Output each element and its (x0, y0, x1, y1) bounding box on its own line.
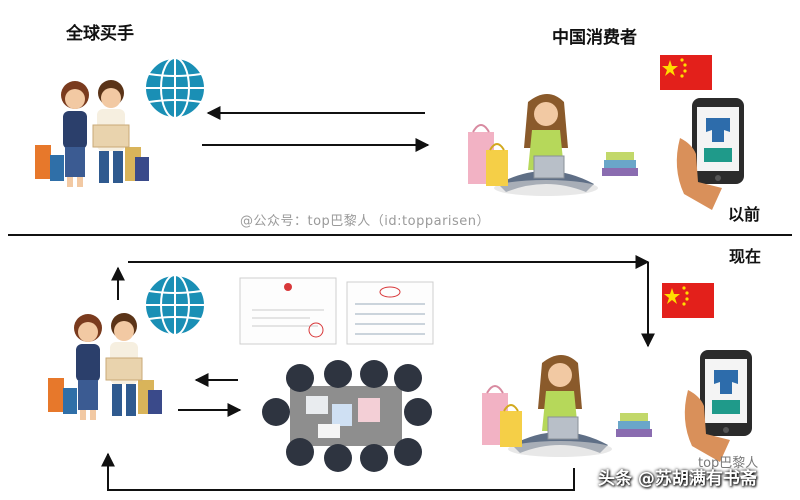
watermark-center: @公众号：top巴黎人（id:topparisen） (240, 214, 491, 229)
label-now: 现在 (729, 247, 762, 266)
phone-icon-now (684, 350, 752, 462)
china-flag-icon (660, 55, 712, 90)
phone-icon (676, 98, 744, 210)
global-buyers-illustration (34, 79, 150, 188)
global-buyers-illustration-now (47, 312, 163, 421)
label-global-buyers: 全球买手 (66, 24, 134, 44)
arrow-bottom-loop (101, 452, 575, 491)
label-before: 以前 (728, 205, 761, 224)
watermark-bottom: 头条 @苏胡满有书斋 (598, 469, 757, 489)
chinese-consumer-illustration (467, 93, 639, 197)
meeting-table-icon (262, 360, 432, 472)
globe-icon (144, 57, 206, 119)
china-flag-icon-now (662, 283, 714, 318)
chinese-consumer-illustration-now (481, 354, 653, 458)
globe-icon-now (144, 274, 206, 336)
label-chinese-consumers: 中国消费者 (552, 28, 637, 48)
invoice-icon (346, 281, 434, 345)
certificate-icon (239, 277, 337, 345)
watermark-logo: top巴黎人 (698, 456, 759, 471)
